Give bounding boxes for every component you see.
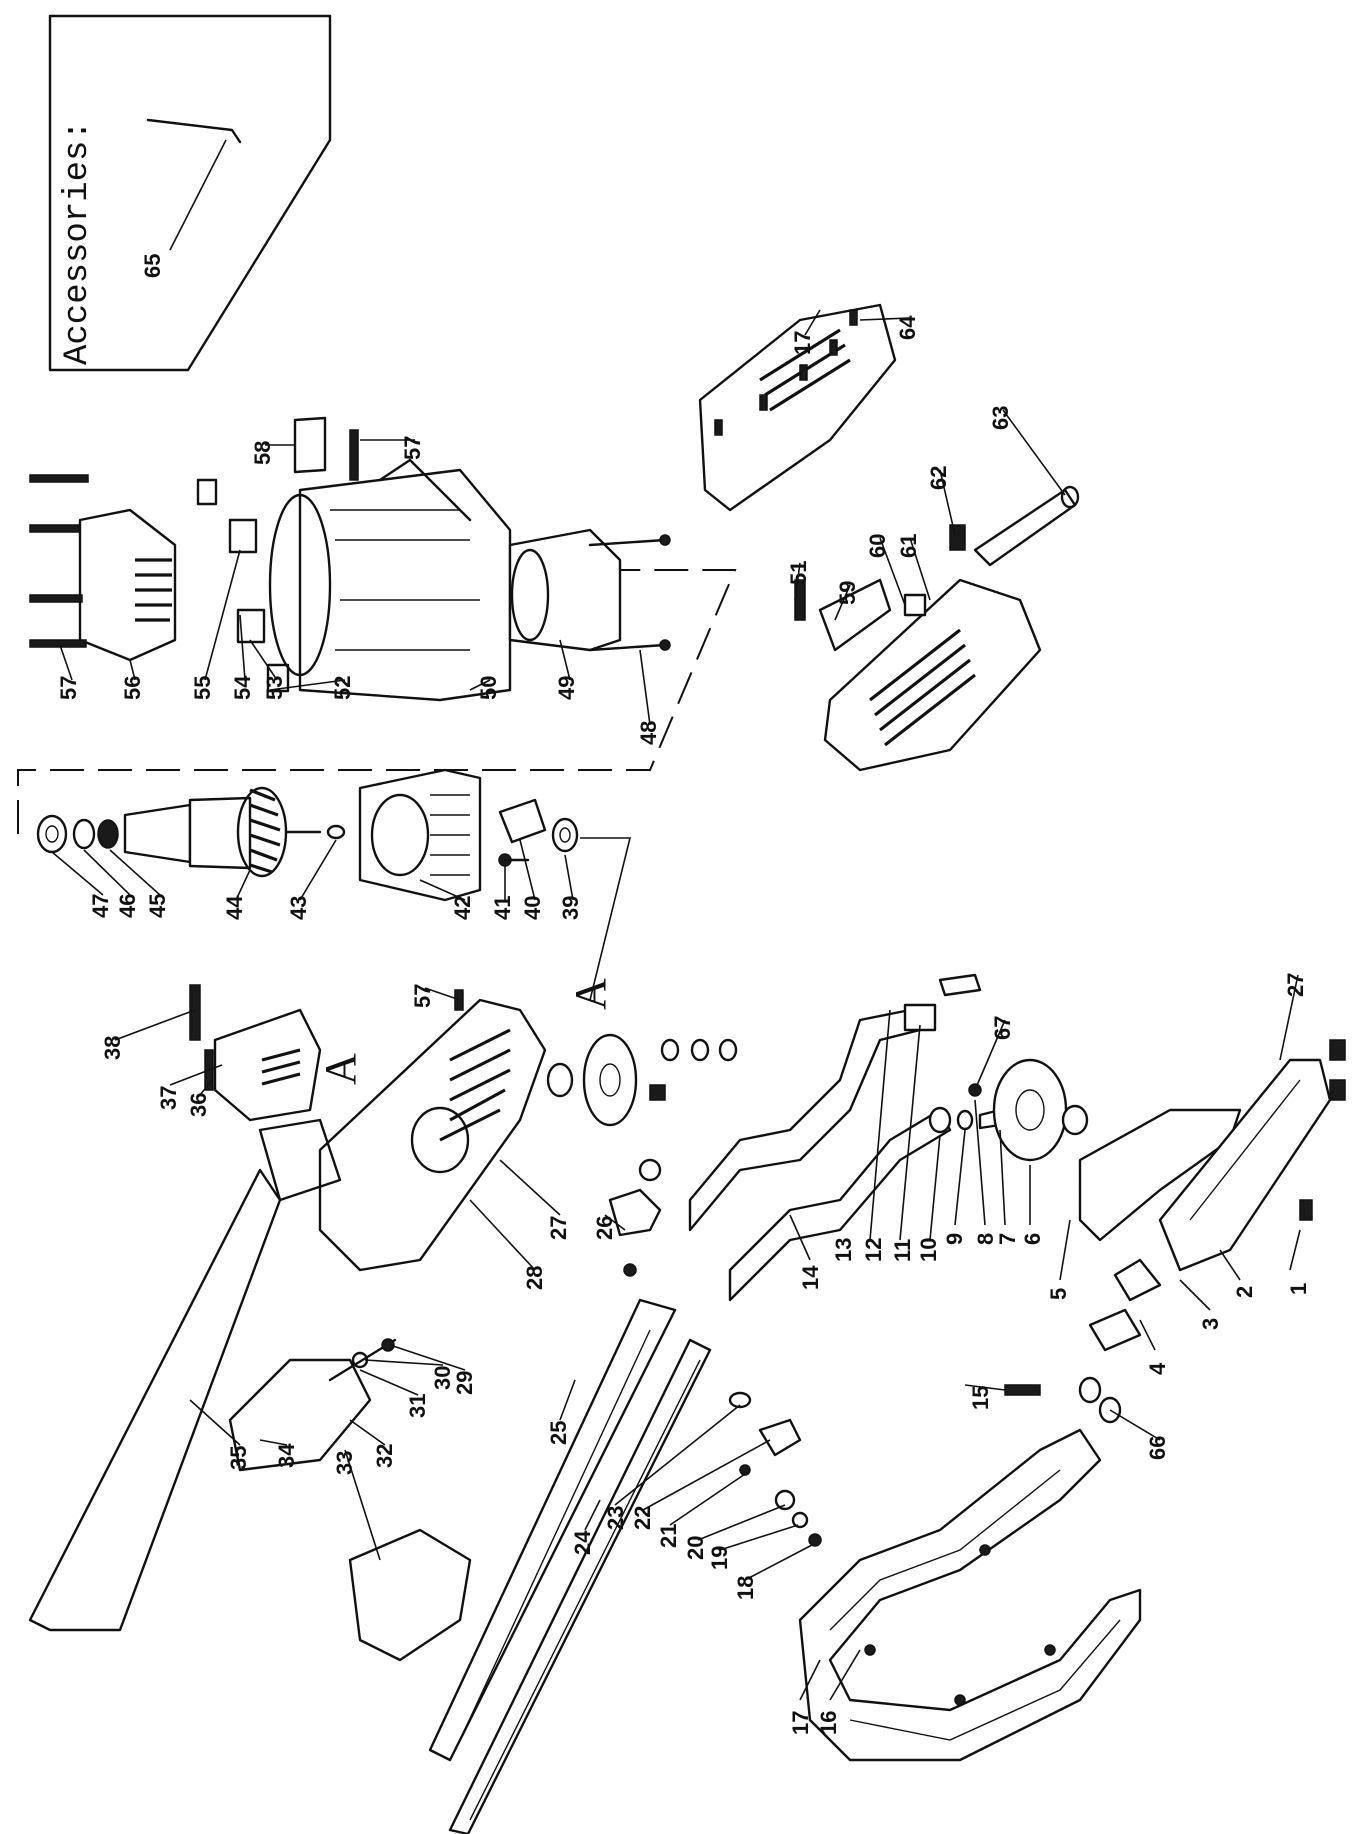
callout-46: 46 bbox=[115, 894, 140, 918]
callout-22: 22 bbox=[630, 1506, 655, 1530]
callout-57-top: 57 bbox=[56, 676, 81, 700]
callout-43: 43 bbox=[286, 896, 311, 920]
callout-24: 24 bbox=[570, 1530, 595, 1555]
callout-7: 7 bbox=[995, 1233, 1020, 1245]
callout-21: 21 bbox=[656, 1524, 681, 1548]
callout-25: 25 bbox=[546, 1421, 571, 1445]
callout-6: 6 bbox=[1020, 1233, 1045, 1245]
front-handle-group bbox=[798, 1384, 1142, 1762]
callout-11: 11 bbox=[890, 1239, 915, 1262]
section-mark-a-lower: A bbox=[566, 978, 615, 1010]
leader-lines bbox=[51, 309, 1301, 1701]
callout-38: 38 bbox=[100, 1036, 125, 1060]
callout-45: 45 bbox=[145, 894, 170, 918]
callout-56: 56 bbox=[120, 676, 145, 700]
callout-35: 35 bbox=[226, 1446, 251, 1470]
callout-61: 61 bbox=[896, 534, 921, 558]
armature-group bbox=[36, 768, 632, 1001]
callout-9: 9 bbox=[942, 1233, 967, 1245]
callout-62: 62 bbox=[926, 466, 951, 490]
callout-4: 4 bbox=[1145, 1362, 1170, 1375]
callout-57-gear: 57 bbox=[410, 984, 435, 1008]
callout-44: 44 bbox=[222, 895, 247, 920]
assembly-line bbox=[17, 569, 737, 834]
callout-2: 2 bbox=[1232, 1286, 1257, 1298]
callout-10: 10 bbox=[916, 1238, 941, 1262]
callout-34: 34 bbox=[274, 1443, 299, 1468]
section-mark-a-upper: A bbox=[316, 1053, 365, 1085]
callout-39: 39 bbox=[558, 896, 583, 920]
callout-55: 55 bbox=[190, 676, 215, 700]
callout-66: 66 bbox=[1145, 1436, 1170, 1460]
callout-20: 20 bbox=[683, 1536, 708, 1560]
callout-33: 33 bbox=[332, 1451, 357, 1475]
callout-48: 48 bbox=[636, 721, 661, 745]
callout-57-housing: 57 bbox=[400, 436, 425, 460]
callout-30: 30 bbox=[430, 1366, 455, 1390]
callout-40: 40 bbox=[520, 896, 545, 920]
callout-54: 54 bbox=[230, 675, 255, 700]
accessories-title: Accessories: bbox=[59, 120, 97, 365]
callout-8: 8 bbox=[973, 1233, 998, 1245]
callout-41: 41 bbox=[490, 896, 515, 920]
gear-housing-group bbox=[28, 984, 822, 1834]
callout-13: 13 bbox=[831, 1238, 856, 1262]
callout-17-handle: 17 bbox=[788, 1711, 813, 1735]
callout-23: 23 bbox=[603, 1506, 628, 1530]
callout-14: 14 bbox=[798, 1265, 823, 1290]
callout-31: 31 bbox=[405, 1394, 430, 1418]
accessories-box: Accessories: 65 bbox=[48, 14, 332, 372]
callout-5: 5 bbox=[1046, 1288, 1071, 1300]
callout-16: 16 bbox=[816, 1711, 841, 1735]
callout-labels: 1 2 3 4 5 6 7 8 9 10 11 12 13 14 15 16 1… bbox=[56, 315, 1311, 1735]
callout-47: 47 bbox=[88, 894, 113, 918]
callout-27-housing: 27 bbox=[546, 1216, 571, 1240]
callout-58: 58 bbox=[250, 441, 275, 465]
callout-49: 49 bbox=[554, 676, 579, 700]
callout-52: 52 bbox=[330, 676, 355, 700]
motor-housing-group bbox=[29, 416, 671, 702]
gear-train-group bbox=[546, 973, 1242, 1302]
callout-29: 29 bbox=[452, 1371, 477, 1395]
gear-cover-group bbox=[1078, 1039, 1346, 1424]
callout-15: 15 bbox=[968, 1386, 993, 1410]
callout-32: 32 bbox=[372, 1444, 397, 1468]
callout-17-top: 17 bbox=[790, 331, 815, 355]
callout-1: 1 bbox=[1286, 1283, 1311, 1295]
callout-37: 37 bbox=[156, 1086, 181, 1110]
callout-19: 19 bbox=[707, 1546, 732, 1570]
callout-50: 50 bbox=[476, 676, 501, 700]
callout-26: 26 bbox=[592, 1216, 617, 1240]
callout-65: 65 bbox=[140, 254, 165, 278]
callout-3: 3 bbox=[1198, 1318, 1223, 1330]
callout-12: 12 bbox=[861, 1238, 886, 1262]
handle-halves-group bbox=[698, 303, 1080, 772]
callout-36: 36 bbox=[186, 1093, 211, 1117]
